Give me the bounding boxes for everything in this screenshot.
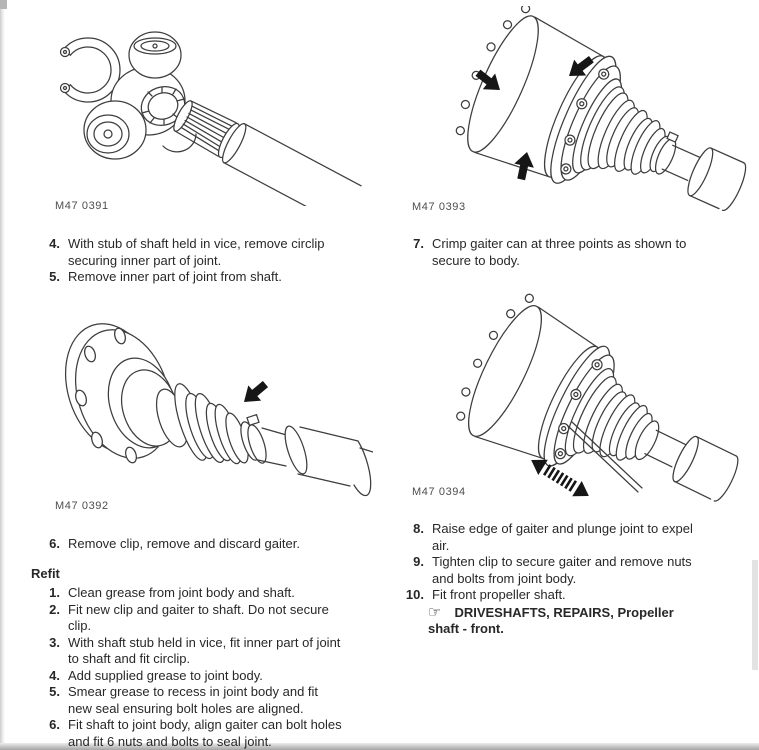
step-text: Clean grease from joint body and shaft. [68, 585, 295, 600]
figure-m47-0391-circlip-joint-illustration [28, 6, 373, 206]
step-number: 2. [49, 601, 60, 617]
step-number: 5. [49, 269, 60, 284]
step-item: 5. Smear grease to recess in joint body … [34, 684, 370, 717]
step-number: 6. [49, 717, 60, 732]
step-number: 1. [49, 585, 60, 600]
step-text: Fit front propeller shaft. [432, 587, 566, 602]
lever-rod [567, 421, 643, 493]
page-edge-smudge [752, 560, 758, 670]
step-text: Remove inner part of joint from shaft. [68, 269, 282, 284]
steps-8-10: 8. Raise edge of gaiter and plunge joint… [398, 521, 738, 638]
step-text: Remove clip, remove and discard gaiter. [68, 536, 300, 551]
step-number: 6. [49, 536, 60, 551]
step-item: 6. Remove clip, remove and discard gaite… [34, 536, 370, 553]
step-item: 1. Clean grease from joint body and shaf… [34, 585, 370, 602]
step-text: Add supplied grease to joint body. [68, 667, 263, 683]
disassembly-steps-4-5: 4. With stub of shaft held in vice, remo… [34, 236, 370, 286]
step-number: 10. [405, 587, 424, 602]
step-item: 2. Fit new clip and gaiter to shaft. Do … [34, 602, 370, 635]
page-edge-corner [0, 0, 7, 9]
refit-steps-list: 1. Clean grease from joint body and shaf… [34, 585, 370, 750]
step-text: Crimp gaiter can at three points as show… [432, 236, 687, 268]
figure-label: M47 0393 [412, 201, 466, 213]
step-number: 5. [49, 684, 60, 699]
figure-m47-0394-plunge-joint-illustration [400, 286, 755, 514]
step-number: 3. [49, 634, 60, 650]
step-item: 9. Tighten clip to secure gaiter and rem… [398, 554, 738, 587]
figure-m47-0393-crimp-gaiter-illustration [403, 6, 755, 211]
figure-label: M47 0394 [412, 486, 466, 498]
crimp-arrow-top-right-icon [569, 55, 594, 76]
step-text: Tighten clip to secure gaiter and remove… [432, 554, 692, 586]
pointing-hand-icon: ☞ [428, 602, 442, 621]
cross-reference-text: DRIVESHAFTS, REPAIRS, Propeller shaft - … [428, 604, 674, 637]
step-6: 6. Remove clip, remove and discard gaite… [34, 536, 370, 553]
step-number: 4. [49, 667, 60, 683]
figure-m47-0392-remove-gaiter-illustration [28, 298, 373, 498]
cross-reference: ☞DRIVESHAFTS, REPAIRS, Propeller shaft -… [398, 602, 738, 638]
step-item: 4. Add supplied grease to joint body. [34, 668, 370, 685]
clip-arrow-icon [244, 380, 269, 402]
step-text: Fit new clip and gaiter to shaft. Do not… [68, 601, 329, 634]
step-text: With stub of shaft held in vice, remove … [68, 236, 325, 268]
crimp-arrow-bottom-icon [514, 152, 534, 181]
step-item: 4. With stub of shaft held in vice, remo… [34, 236, 370, 269]
plunge-arrow-icon [531, 459, 589, 497]
step-text: Fit shaft to joint body, align gaiter ca… [68, 717, 342, 749]
step-item: 3. With shaft stub held in vice, fit inn… [34, 635, 370, 668]
step-7: 7. Crimp gaiter can at three points as s… [398, 236, 738, 269]
step-item: 6. Fit shaft to joint body, align gaiter… [34, 717, 370, 750]
figure-label: M47 0392 [55, 500, 109, 512]
step-text: With shaft stub held in vice, fit inner … [68, 634, 341, 667]
page-edge-bottom [0, 743, 759, 750]
step-item: 7. Crimp gaiter can at three points as s… [398, 236, 738, 269]
step-number: 7. [413, 236, 424, 251]
figure-label: M47 0391 [55, 200, 109, 212]
step-text: Raise edge of gaiter and plunge joint to… [432, 521, 693, 553]
refit-heading: Refit [31, 566, 60, 581]
step-item: 10. Fit front propeller shaft. [398, 587, 738, 604]
step-text: Smear grease to recess in joint body and… [68, 684, 319, 716]
crimp-arrow-left-icon [475, 69, 500, 90]
step-item: 8. Raise edge of gaiter and plunge joint… [398, 521, 738, 554]
page-edge-left [0, 0, 5, 750]
step-item: 5. Remove inner part of joint from shaft… [34, 269, 370, 286]
step-number: 4. [49, 236, 60, 251]
step-number: 8. [413, 521, 424, 536]
step-number: 9. [413, 554, 424, 569]
